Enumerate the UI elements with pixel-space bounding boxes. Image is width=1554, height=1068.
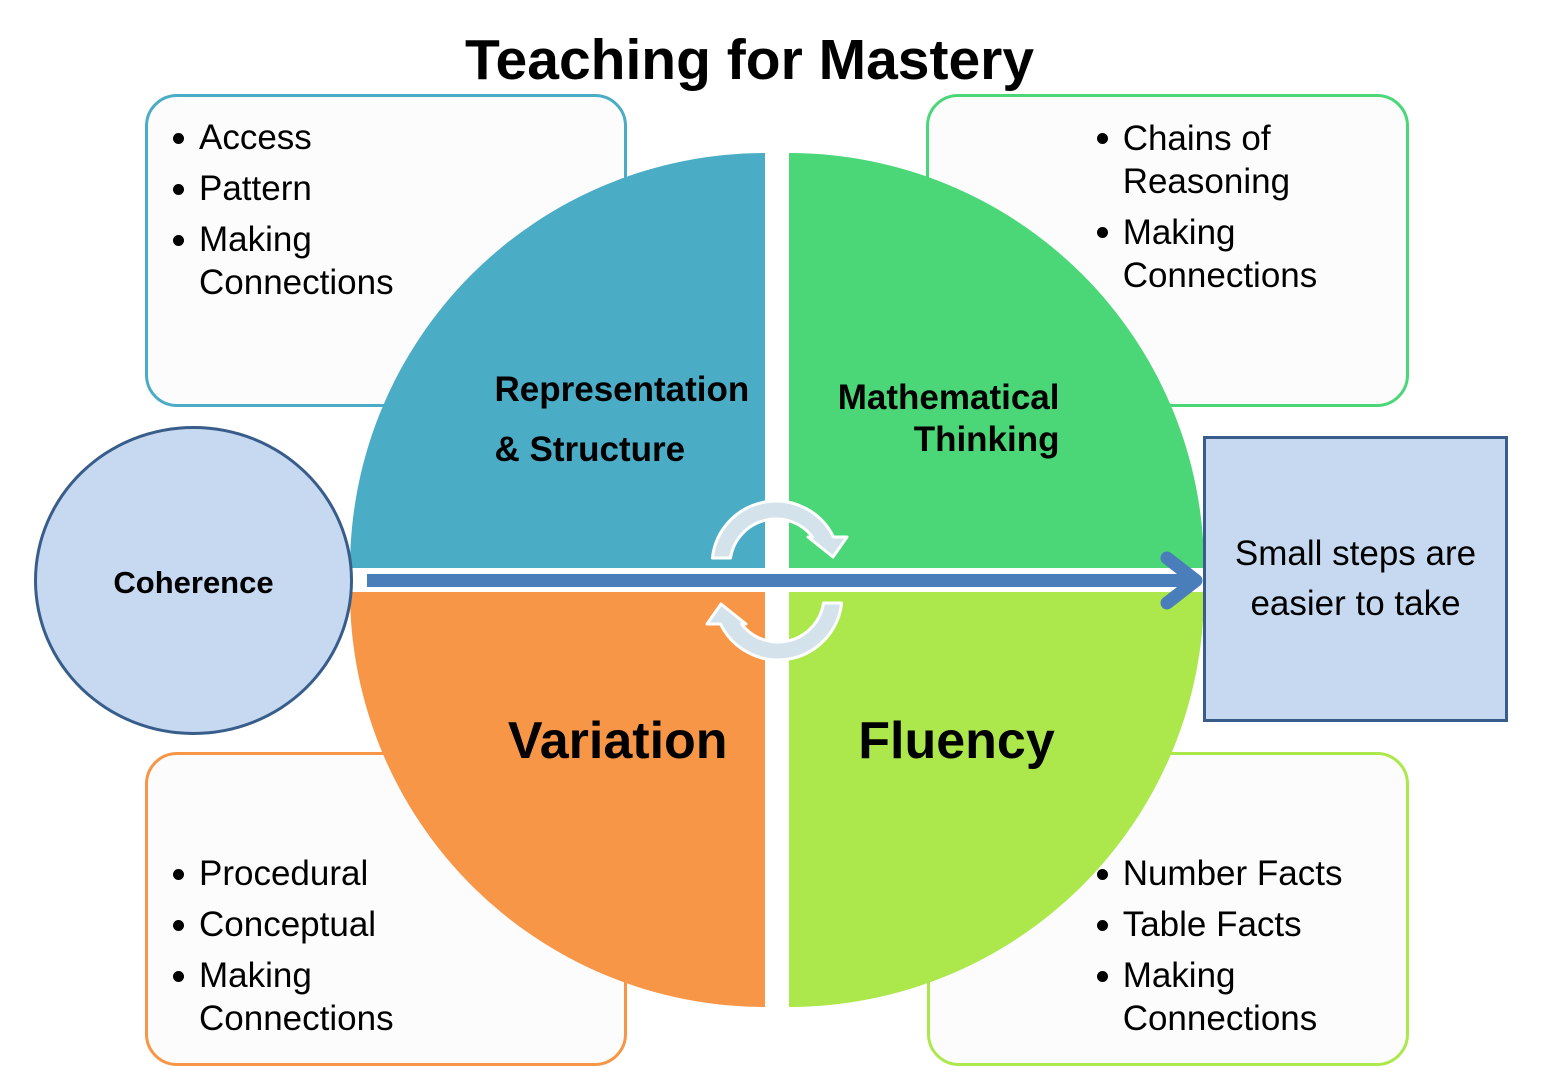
quadrant-fluency bbox=[789, 592, 1204, 1007]
cycle-arrow-bottom-icon bbox=[705, 601, 844, 662]
bullet-item: Making Connections bbox=[173, 954, 449, 1040]
bullet-text: Conceptual bbox=[199, 905, 377, 945]
bullet-dot-icon bbox=[173, 919, 184, 931]
quadrant-label-mathematical-thinking: Mathematical Thinking bbox=[837, 377, 1060, 459]
small-steps-box: Small steps are easier to take bbox=[1203, 436, 1508, 722]
bullet-item: Conceptual bbox=[173, 903, 449, 946]
bullet-text: Making Connections bbox=[199, 220, 394, 303]
bullet-text: Access bbox=[199, 118, 312, 158]
quadrant-representation-structure bbox=[350, 153, 765, 568]
bullet-text: Making Connections bbox=[199, 956, 394, 1039]
bullet-item: Making Connections bbox=[1096, 211, 1373, 297]
progress-arrow bbox=[367, 551, 1203, 610]
bullet-item: Procedural bbox=[173, 852, 449, 895]
variation-bullet-list: Procedural Conceptual Making Connections bbox=[173, 852, 449, 1040]
quadrant-label-variation: Variation bbox=[507, 712, 728, 770]
bullet-dot-icon bbox=[1096, 133, 1108, 145]
mathematical-thinking-bullet-list: Chains of Reasoning Making Connections bbox=[1096, 117, 1373, 297]
bullet-dot-icon bbox=[173, 868, 184, 880]
bullet-dot-icon bbox=[1096, 227, 1108, 239]
quadrant-variation bbox=[350, 592, 765, 1007]
bullet-item: Making Connections bbox=[173, 218, 449, 304]
bullet-item: Table Facts bbox=[1096, 903, 1373, 946]
bullet-text: Table Facts bbox=[1122, 905, 1302, 945]
bullet-text: Procedural bbox=[199, 854, 369, 894]
bullet-item: Pattern bbox=[173, 167, 449, 210]
bullet-item: Making Connections bbox=[1096, 954, 1373, 1040]
bullet-text: Chains of Reasoning bbox=[1122, 118, 1291, 201]
bullet-text: Pattern bbox=[199, 169, 312, 209]
small-steps-text: Small steps are easier to take bbox=[1234, 534, 1477, 623]
bullet-dot-icon bbox=[1096, 868, 1108, 880]
bullet-text: Number Facts bbox=[1122, 854, 1343, 894]
bullet-dot-icon bbox=[1096, 919, 1108, 931]
bullet-dot-icon bbox=[1096, 970, 1108, 982]
quadrant-mathematical-thinking bbox=[789, 153, 1204, 568]
bullet-item: Access bbox=[173, 116, 449, 159]
bullet-item: Number Facts bbox=[1096, 852, 1373, 895]
bullet-text: Making Connections bbox=[1122, 956, 1318, 1039]
cycle-arrow-top-icon bbox=[710, 499, 849, 560]
arrow-right-icon bbox=[1160, 551, 1203, 610]
slide-title: Teaching for Mastery bbox=[464, 27, 1035, 92]
coherence-circle: Coherence bbox=[34, 426, 353, 735]
fluency-bullet-list: Number Facts Table Facts Making Connecti… bbox=[1096, 852, 1373, 1040]
bullet-dot-icon bbox=[173, 970, 184, 982]
quadrant-label-fluency: Fluency bbox=[858, 712, 1055, 770]
bullet-dot-icon bbox=[173, 183, 184, 195]
representation-structure-bullet-list: Access Pattern Making Connections bbox=[173, 116, 449, 304]
bullet-dot-icon bbox=[173, 234, 184, 246]
bullet-dot-icon bbox=[173, 132, 184, 144]
quadrant-label-representation-structure: Representation & Structure bbox=[494, 369, 750, 469]
bullet-text: Making Connections bbox=[1122, 212, 1318, 295]
bullet-item: Chains of Reasoning bbox=[1096, 117, 1373, 203]
clockwise-cycle-arrows-icon bbox=[705, 499, 849, 662]
coherence-label: Coherence bbox=[113, 565, 274, 600]
